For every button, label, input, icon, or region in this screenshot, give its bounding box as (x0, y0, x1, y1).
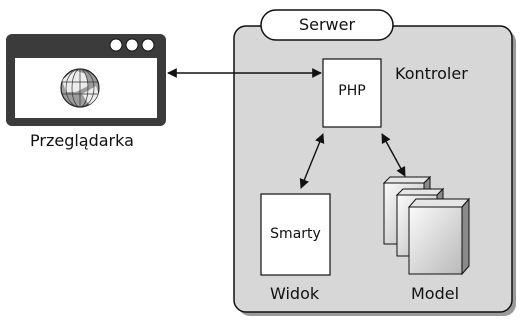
window-button (109, 38, 123, 52)
controller-model-arrow (381, 133, 406, 177)
controller-box (322, 58, 382, 128)
browser-window (6, 34, 166, 126)
globe-icon (60, 68, 100, 108)
view-box-label: Smarty (270, 226, 321, 242)
browser-label: Przeglądarka (30, 131, 134, 150)
controller-caption: Kontroler (395, 64, 468, 83)
stacked-pages-icon (382, 175, 471, 276)
controller-view-arrow (299, 133, 325, 189)
view-caption: Widok (270, 284, 320, 303)
controller-box-label: PHP (338, 83, 366, 99)
window-button (125, 38, 139, 52)
server-label: Serwer (298, 15, 356, 34)
window-button (141, 38, 155, 52)
server-tab (260, 9, 394, 41)
view-box (260, 193, 331, 276)
model-caption: Model (411, 284, 460, 303)
